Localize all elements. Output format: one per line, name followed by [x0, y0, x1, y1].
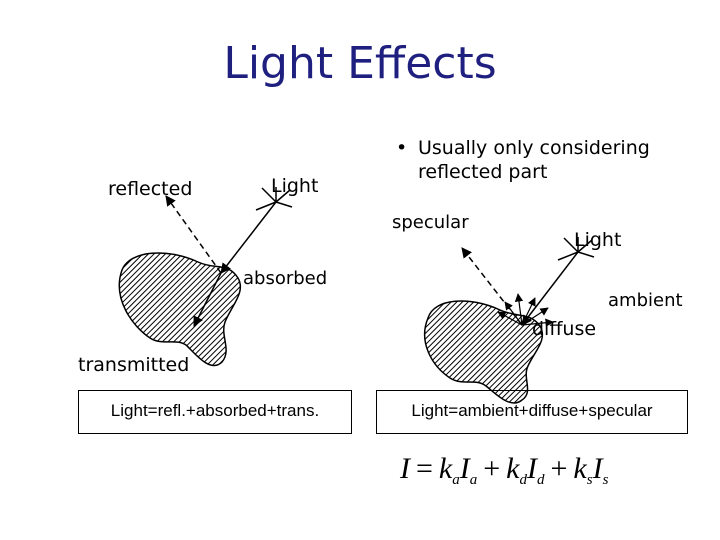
transmitted-label: transmitted — [78, 354, 190, 376]
formula-ks: k — [573, 452, 587, 485]
ambient-label: ambient — [608, 290, 683, 311]
bullet-line-2: reflected part — [418, 161, 548, 183]
left-light-source — [255, 187, 293, 211]
formula-ia-sub: a — [469, 472, 478, 488]
left-reflected-ray — [165, 195, 222, 274]
bullet-point: • Usually only considering reflected part — [396, 136, 650, 184]
formula-plus-1: + — [483, 452, 501, 485]
lighting-formula: I=kaIa+kdId+ksIs — [400, 452, 608, 489]
right-object-blob — [423, 300, 544, 404]
right-incoming-light-ray — [521, 251, 579, 326]
reflected-label: reflected — [108, 178, 193, 200]
formula-kd-sub: d — [519, 472, 528, 488]
left-transmitted-ray — [193, 272, 222, 327]
left-incoming-light-ray — [220, 201, 277, 274]
slide-title: Light Effects — [223, 38, 497, 89]
formula-plus-2: + — [550, 452, 568, 485]
formula-kd: k — [506, 452, 520, 485]
formula-ia: I — [459, 452, 470, 485]
left-light-label: Light — [271, 175, 319, 197]
diffuse-rays — [497, 293, 554, 327]
formula-id: I — [527, 452, 537, 485]
right-equation-box: Light=ambient+diffuse+specular — [376, 390, 688, 434]
formula-is: I — [592, 452, 603, 485]
formula-id-sub: d — [537, 472, 545, 488]
formula-lhs: I — [400, 452, 410, 485]
diffuse-label: diffuse — [532, 318, 597, 340]
specular-label: specular — [392, 212, 469, 233]
bullet-line-1: Usually only considering — [418, 137, 650, 159]
formula-equals: = — [416, 452, 433, 485]
right-light-label: Light — [574, 229, 622, 251]
bullet-dot: • — [396, 137, 408, 159]
formula-ka-sub: a — [452, 472, 460, 488]
formula-ka: k — [438, 452, 453, 485]
formula-is-sub: s — [602, 472, 609, 488]
left-object-blob — [118, 252, 242, 367]
formula-ks-sub: s — [586, 472, 593, 488]
specular-ray — [461, 247, 523, 326]
right-light-source — [557, 237, 595, 261]
left-equation-box: Light=refl.+absorbed+trans. — [78, 390, 352, 434]
absorbed-label: absorbed — [243, 268, 328, 289]
